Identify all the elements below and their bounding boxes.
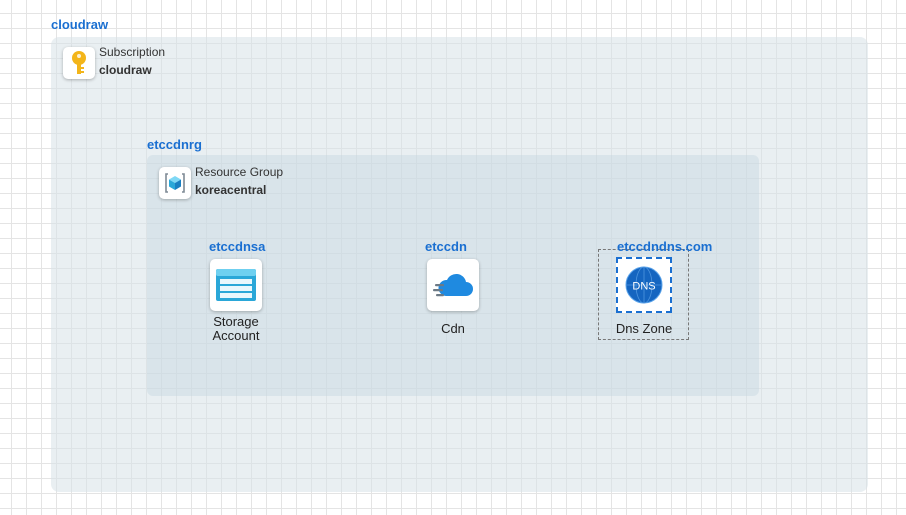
subscription-name: cloudraw — [99, 63, 152, 77]
storage-account-label: Storage Account — [196, 315, 276, 343]
root-group-title[interactable]: cloudraw — [51, 17, 109, 32]
dns-zone-label: Dns Zone — [615, 321, 673, 336]
subscription-type: Subscription — [99, 45, 166, 59]
resource-group-caption: Resource Group koreacentral — [195, 165, 283, 197]
dns-zone-selection[interactable] — [598, 249, 689, 340]
subscription-node[interactable] — [63, 47, 95, 79]
resource-group-icon — [165, 173, 185, 193]
storage-account-icon — [216, 269, 256, 301]
cdn-label: Cdn — [441, 321, 465, 336]
storage-account-title[interactable]: etccdnsa — [209, 239, 266, 254]
cdn-node[interactable] — [427, 259, 479, 311]
resource-group-node[interactable] — [159, 167, 191, 199]
storage-account-label-line1: Storage — [213, 314, 259, 329]
key-icon — [72, 51, 86, 74]
resource-group-title[interactable]: etccdnrg — [147, 137, 202, 152]
storage-account-label-line2: Account — [212, 328, 260, 343]
subscription-caption: Subscription cloudraw — [99, 45, 165, 77]
resource-group-type: Resource Group — [195, 165, 284, 179]
cloud-cdn-icon — [433, 273, 473, 297]
resource-group-location: koreacentral — [195, 183, 267, 197]
dns-zone-node[interactable]: DNS — [616, 257, 672, 313]
cdn-title[interactable]: etccdn — [425, 239, 467, 254]
dns-icon-text: DNS — [632, 281, 655, 293]
dns-zone-title[interactable]: etccdndns.com — [617, 239, 713, 254]
storage-account-node[interactable] — [210, 259, 262, 311]
dns-globe-icon: DNS — [625, 266, 663, 304]
